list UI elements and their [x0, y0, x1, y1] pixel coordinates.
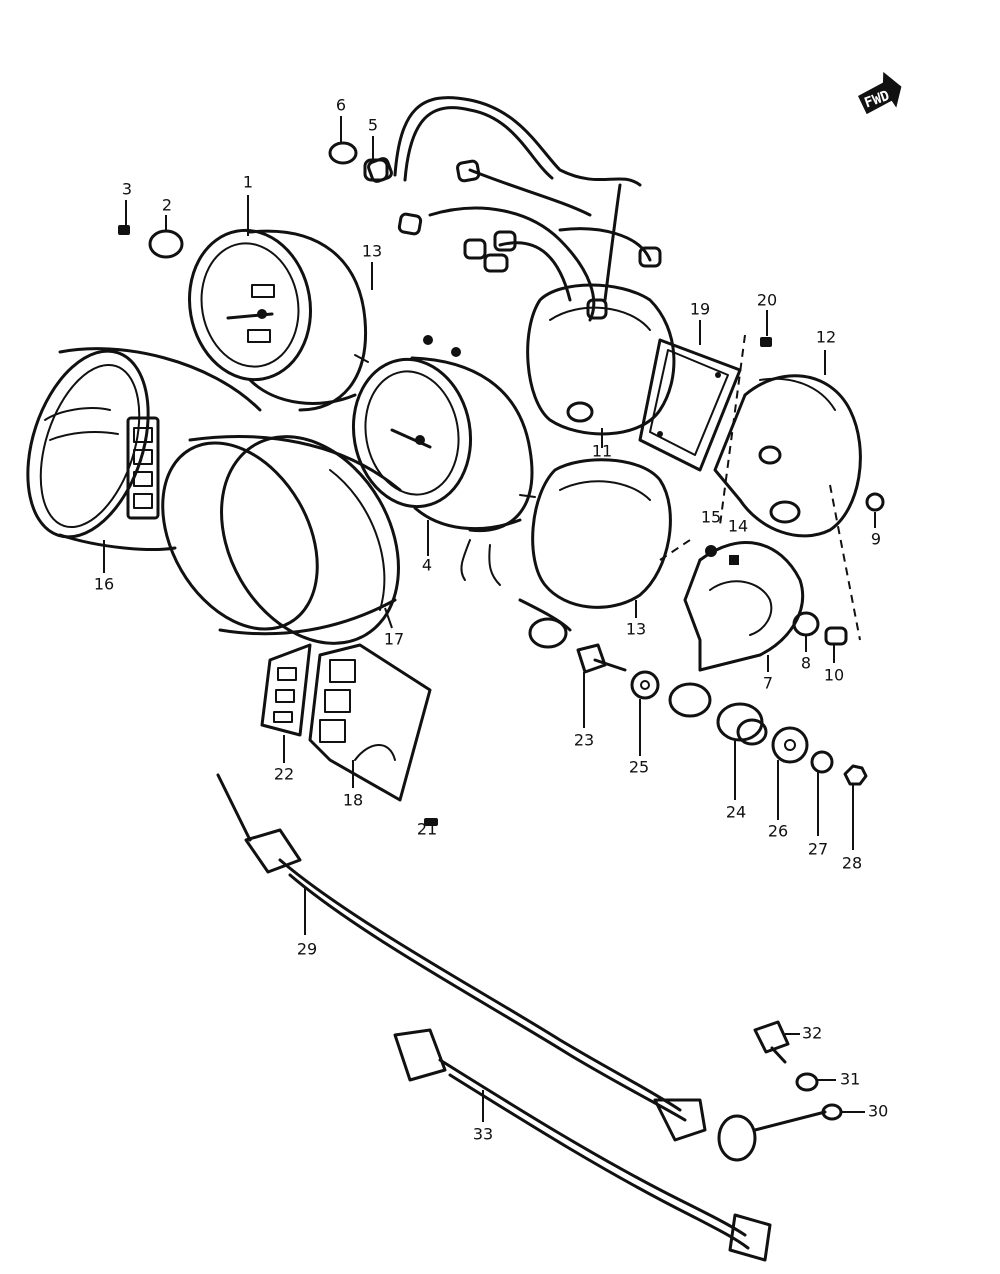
- part-4-tachometer: [351, 356, 536, 586]
- part-22-lens: [260, 643, 312, 737]
- part-11-housing: [518, 283, 676, 649]
- label-11: 11: [592, 442, 612, 461]
- part-33-tacho-cable: [393, 1028, 772, 1262]
- label-17: 17: [384, 630, 404, 649]
- label-25: 25: [629, 758, 649, 777]
- part-15-nut: [705, 545, 717, 557]
- part-3-screw: [118, 200, 130, 235]
- label-31: 31: [840, 1070, 860, 1089]
- part-28-nut: [843, 764, 868, 850]
- part-16-cover-shell: [26, 347, 262, 551]
- part-27-lockwasher: [810, 750, 834, 836]
- label-28: 28: [842, 854, 862, 873]
- label-12: 12: [816, 328, 836, 347]
- part-13-screws: [423, 335, 461, 357]
- label-10: 10: [824, 666, 844, 685]
- part-29-speedo-cable: [216, 773, 707, 1142]
- part-32-bolt: [753, 1020, 800, 1064]
- wire-harness: [367, 96, 662, 322]
- label-33: 33: [473, 1125, 493, 1144]
- label-20: 20: [757, 291, 777, 310]
- label-32: 32: [802, 1024, 822, 1043]
- label-21: 21: [417, 820, 437, 839]
- forward-stamp: FWD: [858, 71, 902, 115]
- part-25-washer: [630, 670, 660, 756]
- part-2-grommet: [148, 215, 184, 259]
- label-8: 8: [801, 654, 811, 673]
- label-26: 26: [768, 822, 788, 841]
- guide-line-13: [659, 539, 691, 561]
- part-17-bezel: [161, 435, 402, 645]
- label-15: 15: [701, 508, 721, 527]
- label-29: 29: [297, 940, 317, 959]
- part-26-washer: [771, 726, 809, 820]
- part-19-bracket: [638, 338, 742, 472]
- part-24-damper: [716, 702, 768, 800]
- guide-line-9: [829, 484, 861, 641]
- label-4: 4: [422, 556, 432, 575]
- part-6-socket: [328, 116, 358, 165]
- label-5: 5: [368, 116, 378, 135]
- label-27: 27: [808, 840, 828, 859]
- label-13b: 13: [626, 620, 646, 639]
- part-7-mount-bracket: [668, 541, 805, 718]
- part-5-socket: [363, 136, 389, 182]
- part-18-light-case: [308, 643, 432, 802]
- leader-17: [384, 607, 393, 629]
- part-1-speedometer: [187, 228, 369, 412]
- label-7: 7: [763, 674, 773, 693]
- label-2: 2: [162, 196, 172, 215]
- part-14-screw: [729, 555, 739, 565]
- label-14: 14: [728, 517, 748, 536]
- label-1: 1: [243, 173, 253, 192]
- guide-line-12: [719, 334, 746, 526]
- part-12-indicator-housing: [713, 374, 862, 538]
- part-20-screw: [760, 310, 772, 347]
- part-10-collar: [824, 626, 848, 646]
- label-24: 24: [726, 803, 746, 822]
- label-22: 22: [274, 765, 294, 784]
- label-19: 19: [690, 300, 710, 319]
- label-16: 16: [94, 575, 114, 594]
- part-31-washer: [795, 1072, 836, 1092]
- label-9: 9: [871, 530, 881, 549]
- label-30: 30: [868, 1102, 888, 1121]
- label-6: 6: [336, 96, 346, 115]
- part-9-nut: [865, 492, 885, 528]
- part-30-clip: [717, 1103, 865, 1162]
- label-18: 18: [343, 791, 363, 810]
- part-23-bolt: [576, 643, 627, 728]
- label-13a: 13: [362, 242, 382, 261]
- label-3: 3: [122, 180, 132, 199]
- label-23: 23: [574, 731, 594, 750]
- part-8-grommet: [792, 611, 820, 637]
